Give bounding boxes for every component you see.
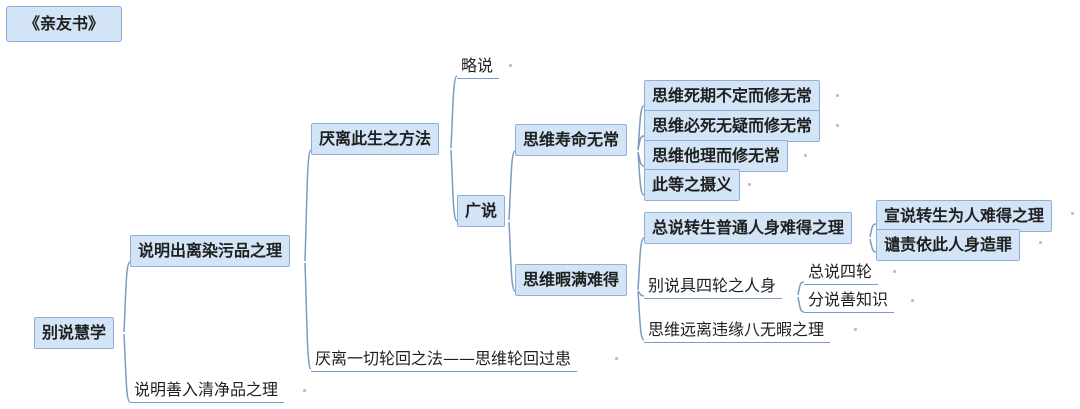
node-extensive[interactable]: 广说 — [457, 195, 506, 227]
node-impermanence-label: 思维寿命无常 — [523, 130, 620, 149]
node-leisure[interactable]: 思维暇满难得 — [515, 264, 628, 296]
collapse-dot[interactable] — [836, 124, 839, 127]
collapse-dot[interactable] — [748, 183, 751, 186]
node-leisure-label: 思维暇满难得 — [523, 270, 620, 289]
node-general-rebirth-label: 总说转生普通人身难得之理 — [652, 218, 845, 237]
node-extensive-label: 广说 — [465, 201, 498, 220]
node-samsara-method[interactable]: 厌离一切轮回之法——思维轮回过患 — [311, 349, 578, 372]
node-defiled-renunciation[interactable]: 说明出离染污品之理 — [130, 235, 291, 267]
collapse-dot[interactable] — [836, 94, 839, 97]
collapse-dot[interactable] — [615, 357, 618, 360]
node-eight-unfree-label: 思维远离违缘八无暇之理 — [648, 320, 825, 339]
collapse-dot[interactable] — [1039, 241, 1042, 244]
root-node[interactable]: 别说慧学 — [34, 317, 115, 349]
collapse-dot[interactable] — [893, 270, 896, 273]
node-wheels-child[interactable]: 总说四轮 — [804, 262, 879, 285]
collapse-dot[interactable] — [1071, 212, 1074, 215]
node-wheels-child-label: 总说四轮 — [808, 262, 873, 281]
collapse-dot[interactable] — [804, 154, 807, 157]
node-eight-unfree[interactable]: 思维远离违缘八无暇之理 — [644, 320, 831, 343]
node-general-rebirth[interactable]: 总说转生普通人身难得之理 — [644, 212, 853, 244]
node-general-child-label: 谴责依此人身造罪 — [884, 235, 1013, 254]
node-this-life-method-label: 厌离此生之方法 — [319, 129, 432, 148]
collapse-dot[interactable] — [303, 389, 306, 392]
node-impermanence[interactable]: 思维寿命无常 — [515, 124, 628, 156]
node-general-child[interactable]: 谴责依此人身造罪 — [876, 229, 1021, 261]
node-this-life-method[interactable]: 厌离此生之方法 — [311, 123, 440, 155]
node-general-child-label: 宣说转生为人难得之理 — [884, 206, 1045, 225]
collapse-dot[interactable] — [854, 328, 857, 331]
node-impermanence-item-label: 此等之摄义 — [652, 175, 733, 194]
node-impermanence-item[interactable]: 思维死期不定而修无常 — [644, 80, 821, 112]
document-title-text: 《亲友书》 — [23, 14, 104, 33]
collapse-dot[interactable] — [509, 64, 512, 67]
node-impermanence-item[interactable]: 思维必死无疑而修无常 — [644, 110, 821, 142]
node-impermanence-item[interactable]: 思维他理而修无常 — [644, 140, 789, 172]
node-general-child[interactable]: 宣说转生为人难得之理 — [876, 200, 1053, 232]
node-brief[interactable]: 略说 — [457, 56, 500, 79]
node-samsara-method-label: 厌离一切轮回之法——思维轮回过患 — [315, 349, 572, 368]
node-impermanence-item-label: 思维他理而修无常 — [652, 146, 781, 165]
node-defiled-renunciation-label: 说明出离染污品之理 — [138, 241, 283, 260]
node-wheels-child[interactable]: 分说善知识 — [804, 290, 895, 313]
node-impermanence-item-label: 思维必死无疑而修无常 — [652, 116, 813, 135]
node-four-wheels[interactable]: 别说具四轮之人身 — [644, 276, 783, 299]
node-impermanence-item[interactable]: 此等之摄义 — [644, 169, 741, 201]
collapse-dot[interactable] — [911, 299, 914, 302]
node-wheels-child-label: 分说善知识 — [808, 290, 889, 309]
node-pure-entry[interactable]: 说明善入清净品之理 — [130, 380, 285, 403]
node-four-wheels-label: 别说具四轮之人身 — [648, 276, 777, 295]
node-brief-label: 略说 — [461, 56, 494, 75]
node-pure-entry-label: 说明善入清净品之理 — [134, 380, 279, 399]
document-title: 《亲友书》 — [6, 6, 122, 42]
root-node-label: 别说慧学 — [42, 323, 107, 342]
node-impermanence-item-label: 思维死期不定而修无常 — [652, 86, 813, 105]
